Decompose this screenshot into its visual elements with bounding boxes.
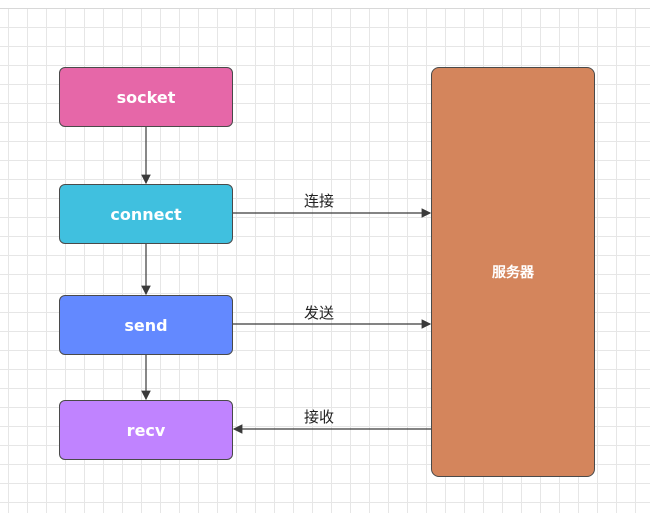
recv-node-label: recv [126, 420, 166, 440]
recv-node[interactable]: recv [59, 400, 233, 460]
server-node-label: 服务器 [492, 265, 534, 281]
edge-label-send: 发送 [304, 304, 335, 322]
server-node[interactable]: 服务器 [431, 67, 595, 477]
connect-node-label: connect [110, 204, 182, 224]
send-node[interactable]: send [59, 295, 233, 355]
connect-node[interactable]: connect [59, 184, 233, 244]
socket-node[interactable]: socket [59, 67, 233, 127]
edge-label-connect: 连接 [304, 192, 335, 210]
top-ruler [0, 0, 650, 9]
send-node-label: send [124, 315, 168, 335]
socket-node-label: socket [116, 87, 176, 107]
edge-label-recv: 接收 [304, 408, 335, 426]
